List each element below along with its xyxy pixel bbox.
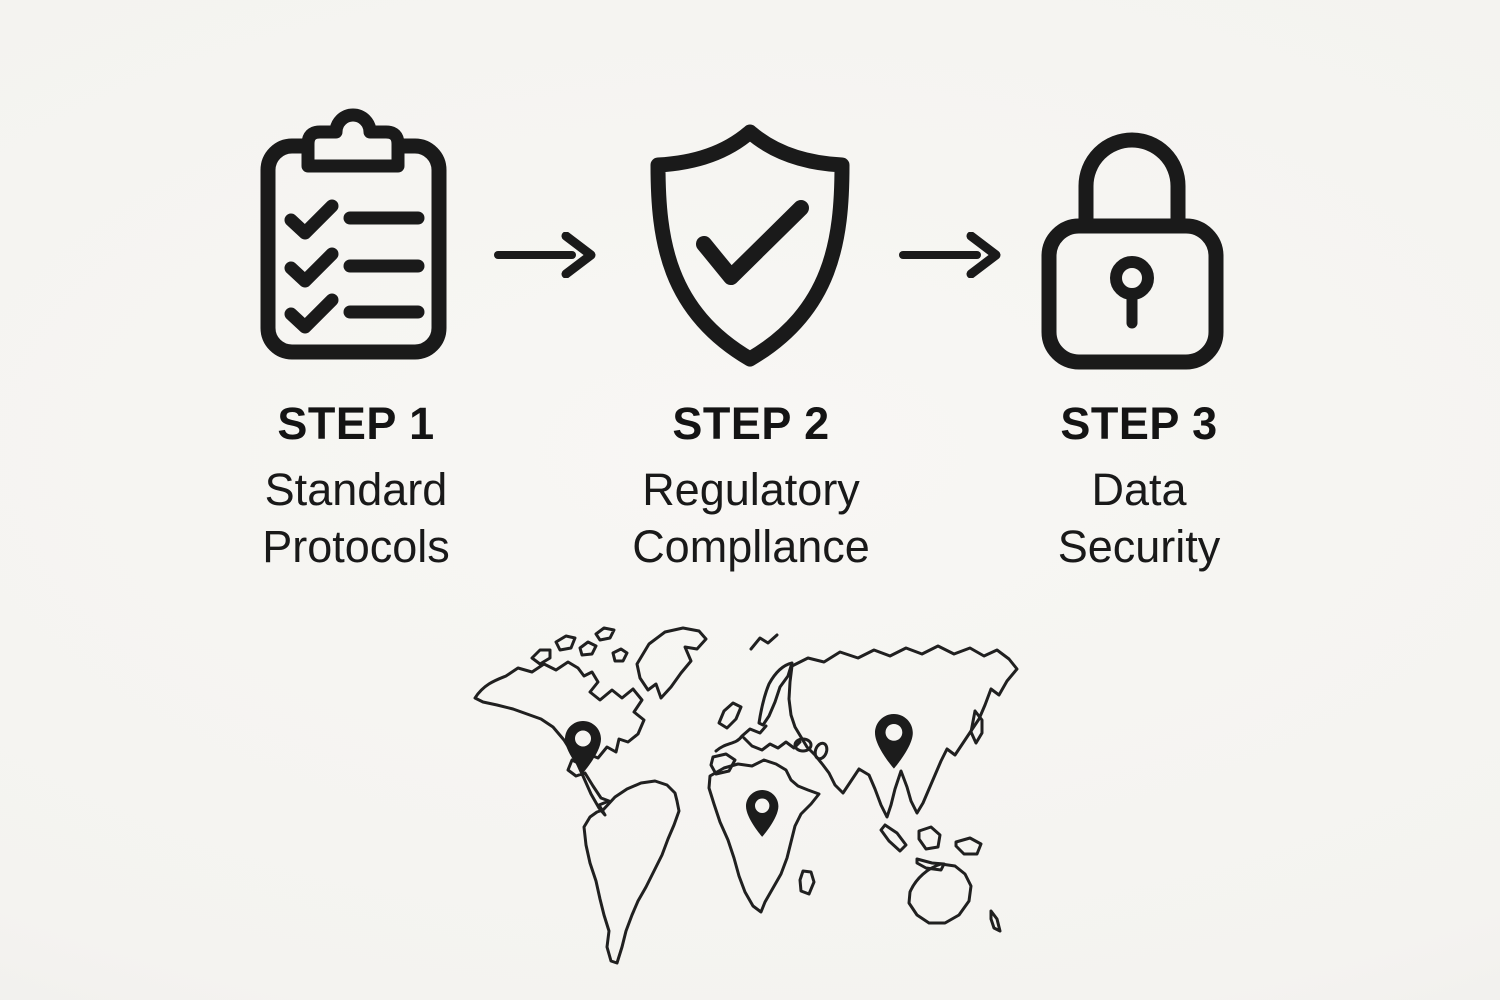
map-pin-asia-icon <box>875 714 913 769</box>
step-2-title: Regulatory Compllance <box>632 464 870 572</box>
step-1-label: STEP 1 <box>277 398 435 449</box>
arrow-right-icon <box>899 232 1001 278</box>
step-1-title: Standard Protocols <box>262 464 450 572</box>
step-3-label: STEP 3 <box>1060 398 1218 449</box>
step-2-label: STEP 2 <box>672 398 830 449</box>
map-pin-north-america-icon <box>565 721 601 773</box>
padlock-icon <box>1041 132 1224 370</box>
shield-check-icon <box>650 124 850 367</box>
map-pin-africa-icon <box>746 790 779 837</box>
clipboard-checklist-icon <box>260 108 447 360</box>
arrow-right-icon <box>494 232 596 278</box>
step-3-title: Data Security <box>1057 464 1221 572</box>
world-map-sketch <box>473 626 1019 965</box>
